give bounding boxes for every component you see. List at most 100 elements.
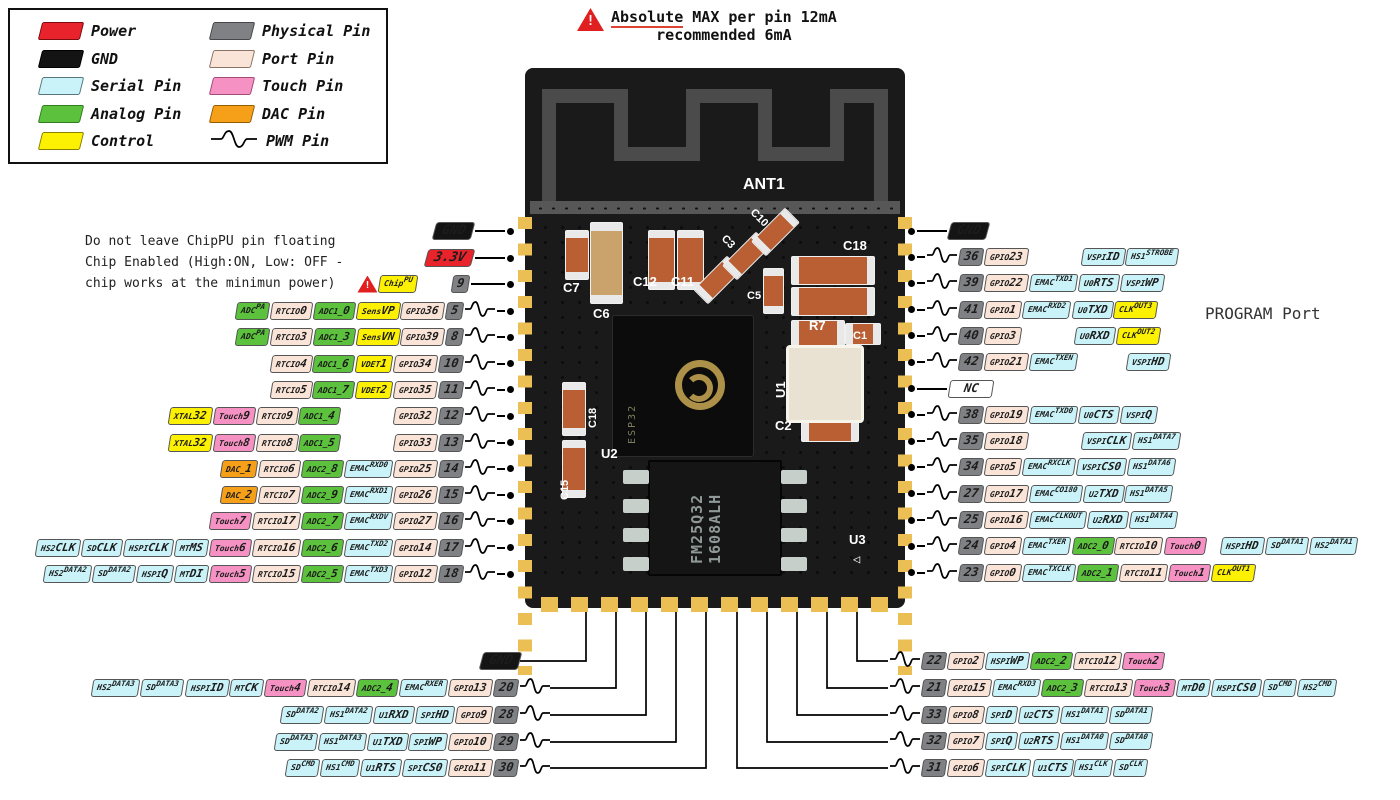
flash-lead <box>781 470 807 484</box>
badge-suffix: RXD <box>1102 513 1124 526</box>
badge-suffix: 13 <box>1113 680 1129 694</box>
label-u1: U1 <box>773 381 788 398</box>
pwm-squiggle-icon <box>927 456 957 478</box>
badge-suffix: 0 <box>1008 565 1018 579</box>
badge-suffix: 4 <box>1008 539 1018 553</box>
badge-suffix: CLK <box>1105 434 1128 448</box>
badge-suffix: 13 <box>442 434 460 449</box>
badge-suffix: 32 <box>192 409 208 423</box>
pwm-squiggle-icon <box>520 731 550 753</box>
badge-suffix: CMD <box>300 759 316 769</box>
pwm-squiggle-icon <box>927 430 957 452</box>
resistor-r7 <box>791 320 845 346</box>
wire-segment <box>917 519 925 521</box>
pwm-squiggle-icon <box>465 353 495 375</box>
badge-suffix: DATA2 <box>344 705 369 715</box>
badge-suffix: RXDV <box>368 512 389 522</box>
wire-segment <box>917 545 925 548</box>
badge-suffix: 35 <box>963 433 980 448</box>
badge-suffix: 39 <box>963 275 980 290</box>
wire-segment <box>917 413 925 416</box>
wire-segment <box>475 257 505 259</box>
pin-function-badge: 36 <box>957 248 985 266</box>
badge-suffix: 8 <box>284 435 294 449</box>
badge-suffix: 23 <box>963 564 980 579</box>
badge-suffix: 20 <box>497 680 515 694</box>
badge-suffix: DATA1 <box>1080 705 1105 715</box>
co-swatch <box>37 132 85 150</box>
badge-suffix: 6 <box>330 540 339 554</box>
nc-badge: NC <box>947 379 995 398</box>
badge-suffix: 36 <box>963 249 980 263</box>
badge-suffix: RXD1 <box>368 486 389 496</box>
pcb-ground-band <box>530 201 900 214</box>
badge-suffix: 25 <box>417 461 433 475</box>
solder-dot <box>908 306 915 314</box>
badge-suffix: PU <box>403 275 415 284</box>
badge-suffix: 8 <box>971 707 981 721</box>
warning-line2: recommended 6mA <box>656 26 792 44</box>
badge-suffix: DATA1 <box>1280 537 1305 547</box>
badge-prefix: HS2 <box>1302 682 1319 692</box>
wire-segment <box>497 546 505 549</box>
pwm-squiggle-icon <box>927 562 957 584</box>
badge-suffix: PA <box>255 328 266 338</box>
badge-suffix: 38 <box>963 406 980 421</box>
badge-suffix: 14 <box>335 681 352 694</box>
solder-dot <box>908 542 915 550</box>
badge-suffix: 5 <box>327 435 337 449</box>
badge-suffix: 4 <box>327 409 337 423</box>
badge-suffix: DATA0 <box>1080 732 1105 742</box>
badge-suffix: 24 <box>963 538 980 553</box>
pin-function-badge: 16 <box>437 512 465 531</box>
solder-dot <box>908 411 915 419</box>
badge-suffix: 17 <box>280 514 297 528</box>
badge-prefix: Touch <box>1173 568 1199 578</box>
badge-suffix: 14 <box>417 540 433 554</box>
legend-item-co: Control <box>37 128 211 154</box>
badge-suffix: 3 <box>1008 328 1018 342</box>
badge-prefix: HSPI <box>1216 683 1237 693</box>
badge-prefix: ADC2_ <box>1046 683 1073 693</box>
wire-segment <box>497 415 505 418</box>
badge-suffix: 18 <box>442 566 460 580</box>
badge-suffix: 10 <box>442 355 460 370</box>
badge-prefix: Touch <box>218 412 244 422</box>
wire-segment <box>497 362 505 365</box>
wire-segment <box>497 441 505 444</box>
pin-function-badge: 12 <box>437 407 465 426</box>
badge-suffix: DI <box>188 567 205 580</box>
badge-suffix: CMD <box>1277 678 1293 688</box>
badge-prefix: Chip <box>383 279 405 288</box>
pin-function-badge: 41 <box>957 300 985 319</box>
badge-suffix: CLK <box>96 540 118 554</box>
